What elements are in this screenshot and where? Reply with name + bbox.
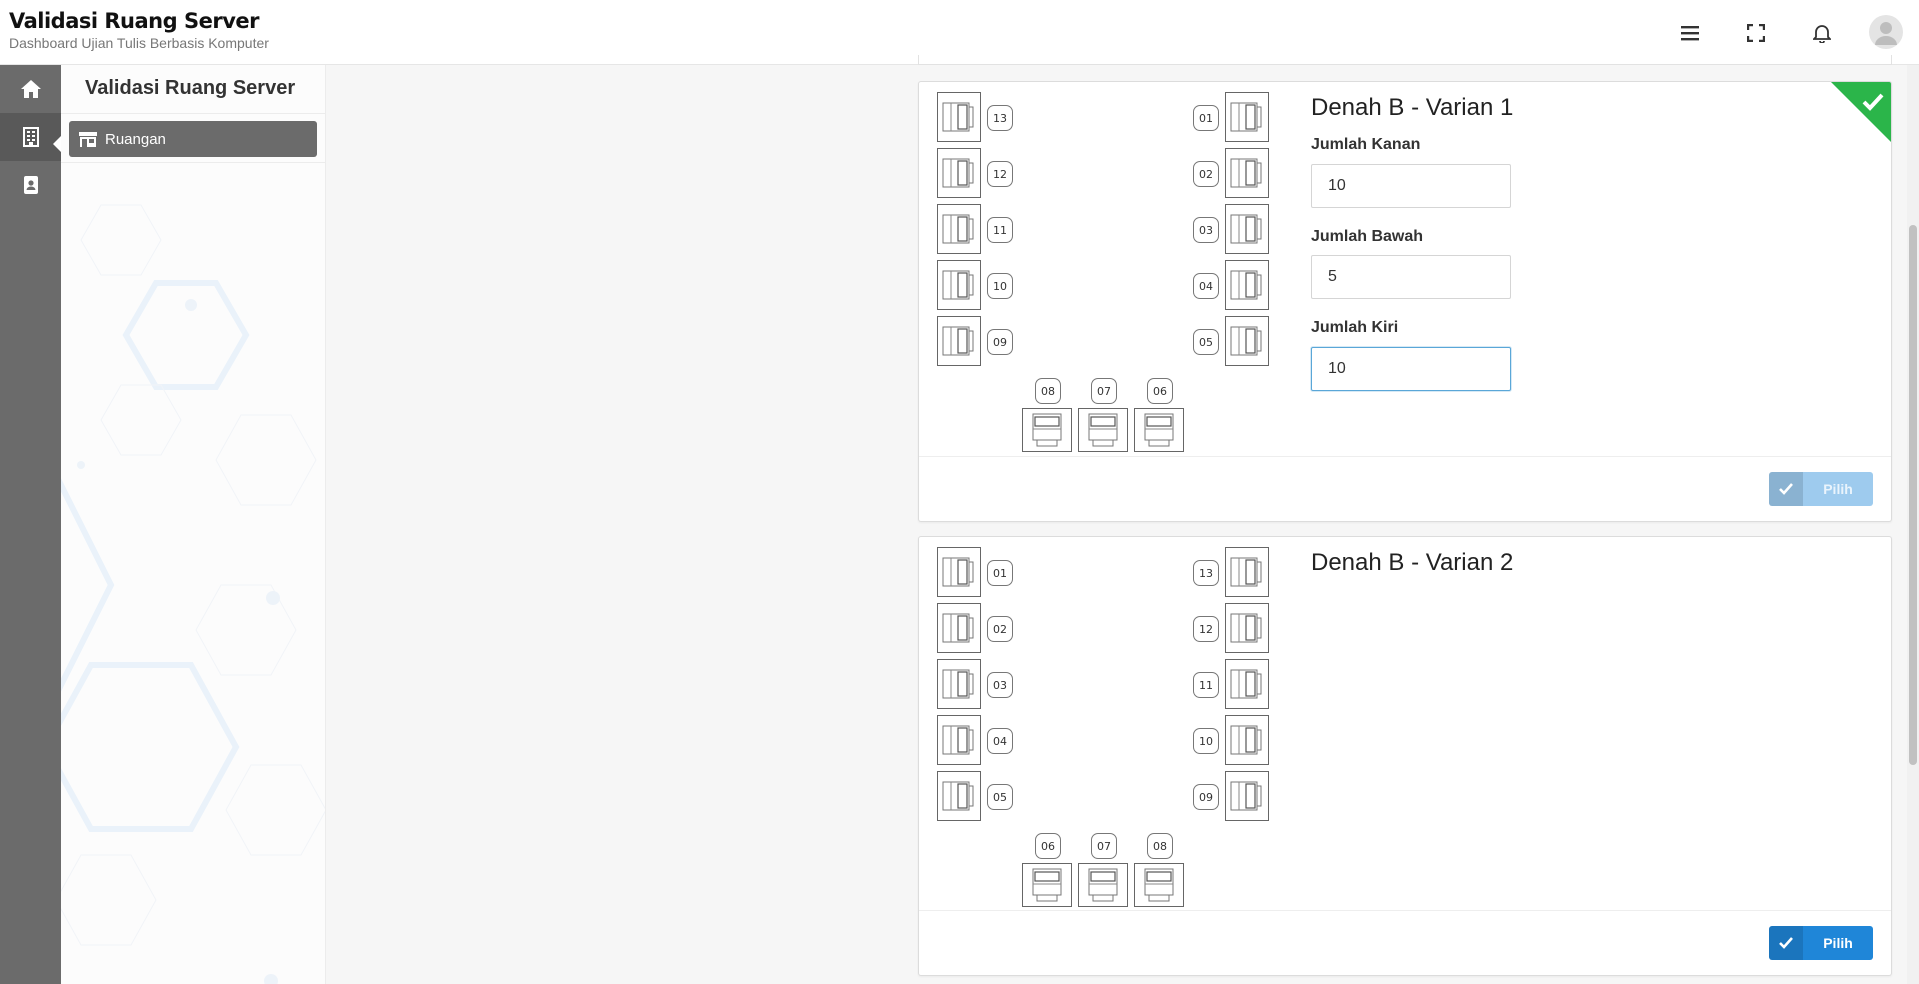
computer-desk xyxy=(937,659,981,709)
seat-number-11: 11 xyxy=(1193,672,1219,698)
home-icon[interactable] xyxy=(0,65,61,113)
hexagon-background xyxy=(61,204,325,984)
seat-number-08: 08 xyxy=(1035,378,1061,404)
jumlah-kanan-input[interactable] xyxy=(1311,164,1511,208)
app-subtitle: Dashboard Ujian Tulis Berbasis Komputer xyxy=(9,35,269,51)
seat-number-05: 05 xyxy=(987,784,1013,810)
computer-desk xyxy=(1225,715,1269,765)
floor-plan: 01 02 03 04 05 13 12 11 10 09 06 07 08 xyxy=(937,547,1277,907)
sidebar-title: Validasi Ruang Server xyxy=(85,77,296,99)
field-label-jumlah-kanan: Jumlah Kanan xyxy=(1311,136,1421,153)
computer-desk xyxy=(1078,408,1128,452)
seat-number-04: 04 xyxy=(1193,273,1219,299)
pilih-label: Pilih xyxy=(1823,481,1853,497)
computer-desk xyxy=(937,547,981,597)
seat-number-07: 07 xyxy=(1091,833,1117,859)
seat-number-13: 13 xyxy=(1193,560,1219,586)
seat-number-06: 06 xyxy=(1035,833,1061,859)
layout-card-varian-2: 01 02 03 04 05 13 12 11 10 09 06 07 08 Denah B - Var… xyxy=(918,536,1892,976)
check-icon xyxy=(1769,926,1803,960)
divider xyxy=(61,113,325,114)
bell-icon[interactable] xyxy=(1809,20,1835,46)
seat-number-01: 01 xyxy=(1193,105,1219,131)
selected-check-icon xyxy=(1831,82,1891,142)
seat-number-10: 10 xyxy=(1193,728,1219,754)
previous-card-edge xyxy=(918,55,1892,65)
computer-desk xyxy=(1225,771,1269,821)
building-icon[interactable] xyxy=(0,113,61,161)
rail-active-pointer xyxy=(53,135,62,153)
jumlah-kiri-input[interactable] xyxy=(1311,347,1511,391)
computer-desk xyxy=(1022,408,1072,452)
jumlah-bawah-input[interactable] xyxy=(1311,255,1511,299)
seat-number-03: 03 xyxy=(987,672,1013,698)
card-title: Denah B - Varian 2 xyxy=(1311,549,1514,576)
seat-number-05: 05 xyxy=(1193,329,1219,355)
contact-book-icon[interactable] xyxy=(0,161,61,209)
scrollbar-thumb[interactable] xyxy=(1909,225,1917,765)
card-footer: Pilih xyxy=(919,910,1891,975)
field-label-jumlah-kiri: Jumlah Kiri xyxy=(1311,319,1399,336)
seat-number-01: 01 xyxy=(987,560,1013,586)
store-icon xyxy=(79,131,97,147)
computer-desk xyxy=(1225,148,1269,198)
seat-number-02: 02 xyxy=(1193,161,1219,187)
check-icon xyxy=(1769,472,1803,506)
sidebar-item-label: Ruangan xyxy=(105,130,166,148)
seat-number-03: 03 xyxy=(1193,217,1219,243)
computer-desk xyxy=(1134,408,1184,452)
computer-desk xyxy=(937,204,981,254)
card-footer: Pilih xyxy=(919,456,1891,521)
card-title: Denah B - Varian 1 xyxy=(1311,94,1514,121)
sidebar-item-ruangan[interactable]: Ruangan xyxy=(69,121,317,157)
user-avatar[interactable] xyxy=(1869,15,1903,49)
computer-desk xyxy=(1022,863,1072,907)
computer-desk xyxy=(1225,260,1269,310)
computer-desk xyxy=(937,148,981,198)
computer-desk xyxy=(1225,92,1269,142)
computer-desk xyxy=(1134,863,1184,907)
computer-desk xyxy=(937,603,981,653)
computer-desk xyxy=(937,92,981,142)
field-label-jumlah-bawah: Jumlah Bawah xyxy=(1311,228,1424,245)
layout-card-varian-1: 13 12 11 10 09 01 02 03 04 05 08 07 06 Denah B - Var… xyxy=(918,81,1892,522)
seat-number-02: 02 xyxy=(987,616,1013,642)
floor-plan: 13 12 11 10 09 01 02 03 04 05 08 07 06 xyxy=(937,92,1277,452)
computer-desk xyxy=(1225,659,1269,709)
computer-desk xyxy=(937,771,981,821)
divider xyxy=(61,162,325,163)
top-header: Validasi Ruang Server Dashboard Ujian Tu… xyxy=(0,0,1919,65)
menu-icon[interactable] xyxy=(1677,20,1703,46)
icon-rail xyxy=(0,65,61,984)
seat-number-08: 08 xyxy=(1147,833,1173,859)
pilih-label: Pilih xyxy=(1823,935,1853,951)
computer-desk xyxy=(937,316,981,366)
computer-desk xyxy=(1225,603,1269,653)
seat-number-13: 13 xyxy=(987,105,1013,131)
seat-number-10: 10 xyxy=(987,273,1013,299)
secondary-sidebar: Validasi Ruang Server Ruangan xyxy=(61,65,326,984)
seat-number-11: 11 xyxy=(987,217,1013,243)
computer-desk xyxy=(1225,547,1269,597)
seat-number-04: 04 xyxy=(987,728,1013,754)
seat-number-06: 06 xyxy=(1147,378,1173,404)
seat-number-12: 12 xyxy=(987,161,1013,187)
computer-desk xyxy=(1078,863,1128,907)
seat-number-12: 12 xyxy=(1193,616,1219,642)
pilih-button[interactable]: Pilih xyxy=(1769,472,1873,506)
computer-desk xyxy=(937,715,981,765)
seat-number-07: 07 xyxy=(1091,378,1117,404)
computer-desk xyxy=(937,260,981,310)
app-title: Validasi Ruang Server xyxy=(9,9,259,33)
seat-number-09: 09 xyxy=(987,329,1013,355)
fullscreen-icon[interactable] xyxy=(1743,20,1769,46)
seat-number-09: 09 xyxy=(1193,784,1219,810)
computer-desk xyxy=(1225,204,1269,254)
pilih-button[interactable]: Pilih xyxy=(1769,926,1873,960)
computer-desk xyxy=(1225,316,1269,366)
